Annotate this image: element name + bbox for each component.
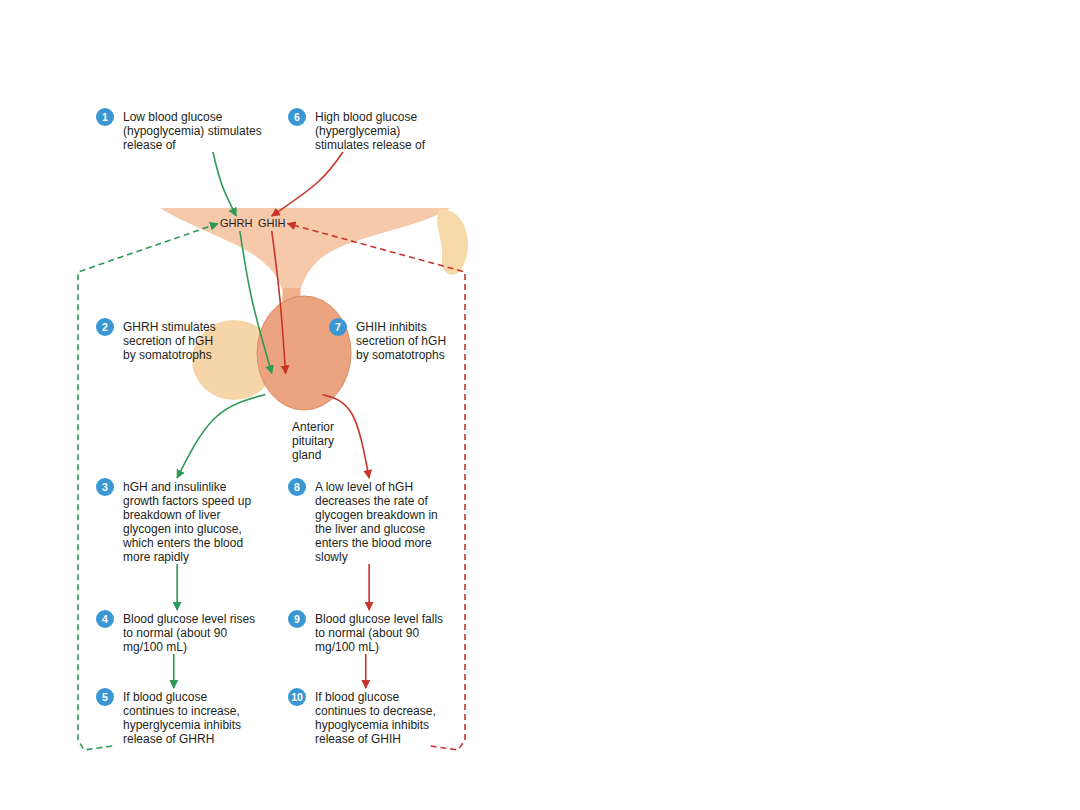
flow-arrow [272, 152, 343, 216]
step-description: If blood glucose continues to decrease, … [315, 688, 450, 746]
flow-arrow [240, 231, 272, 374]
step-description: If blood glucose continues to increase, … [123, 688, 258, 746]
step-description: GHRH stimulates secretion of hGH by soma… [123, 318, 227, 362]
callout-number: 3 [96, 478, 114, 496]
hormone-label: GHRH [218, 216, 254, 231]
step-text-block: 9 Blood glucose level falls to normal (ab… [288, 610, 450, 654]
step-text-block: 8 A low level of hGH decreases the rate o… [288, 478, 457, 564]
step-text-block: 10 If blood glucose continues to decrease… [288, 688, 450, 746]
callout-number: 8 [288, 478, 306, 496]
flow-arrow [176, 564, 178, 610]
optic-chiasm [437, 208, 468, 275]
step-description: Blood glucose level falls to normal (abo… [315, 610, 450, 654]
callout-number: 6 [288, 108, 306, 126]
step-text-block: 7 GHIH inhibits secretion of hGH by somat… [329, 318, 451, 362]
flow-arrow [365, 654, 367, 688]
flow-arrow [177, 395, 265, 479]
gland-region: Anterior pituitary gland [258, 300, 350, 405]
callout-number: 1 [96, 108, 114, 126]
flow-arrow [173, 654, 175, 688]
anterior-pituitary [257, 296, 351, 410]
step-text-block: 4 Blood glucose level rises to normal (ab… [96, 610, 258, 654]
callout-number: 2 [96, 318, 114, 336]
step-text-block: 3 hGH and insulinlike growth factors spee… [96, 478, 265, 564]
step-text-block: 2 GHRH stimulates secretion of hGH by som… [96, 318, 227, 362]
callout-number: 4 [96, 610, 114, 628]
hypothalamus [160, 208, 450, 292]
flow-arrow [272, 231, 286, 374]
step-text-block: 6 High blood glucose (hyperglycemia) stim… [288, 108, 445, 152]
step-description: GHIH inhibits secretion of hGH by somato… [356, 318, 451, 362]
step-description: hGH and insulinlike growth factors speed… [123, 478, 265, 564]
step-description: Low blood glucose (hypoglycemia) stimula… [123, 108, 263, 152]
callout-number: 10 [288, 688, 306, 706]
callout-number: 5 [96, 688, 114, 706]
gland-label: Anterior pituitary gland [292, 420, 364, 462]
step-text-block: 5 If blood glucose continues to increase,… [96, 688, 258, 746]
step-description: High blood glucose (hyperglycemia) stimu… [315, 108, 445, 152]
hormone-label: GHIH [256, 216, 288, 231]
hormone-name: GHIH [258, 217, 286, 230]
hormone-name: GHRH [220, 217, 252, 230]
step-description: A low level of hGH decreases the rate of… [315, 478, 457, 564]
callout-number: 7 [329, 318, 347, 336]
step-text-block: 1 Low blood glucose (hypoglycemia) stimul… [96, 108, 263, 152]
step-description: Blood glucose level rises to normal (abo… [123, 610, 258, 654]
feedback-arrow [288, 224, 466, 751]
flow-arrow [368, 564, 370, 610]
callout-number: 9 [288, 610, 306, 628]
flow-arrow [213, 152, 236, 216]
